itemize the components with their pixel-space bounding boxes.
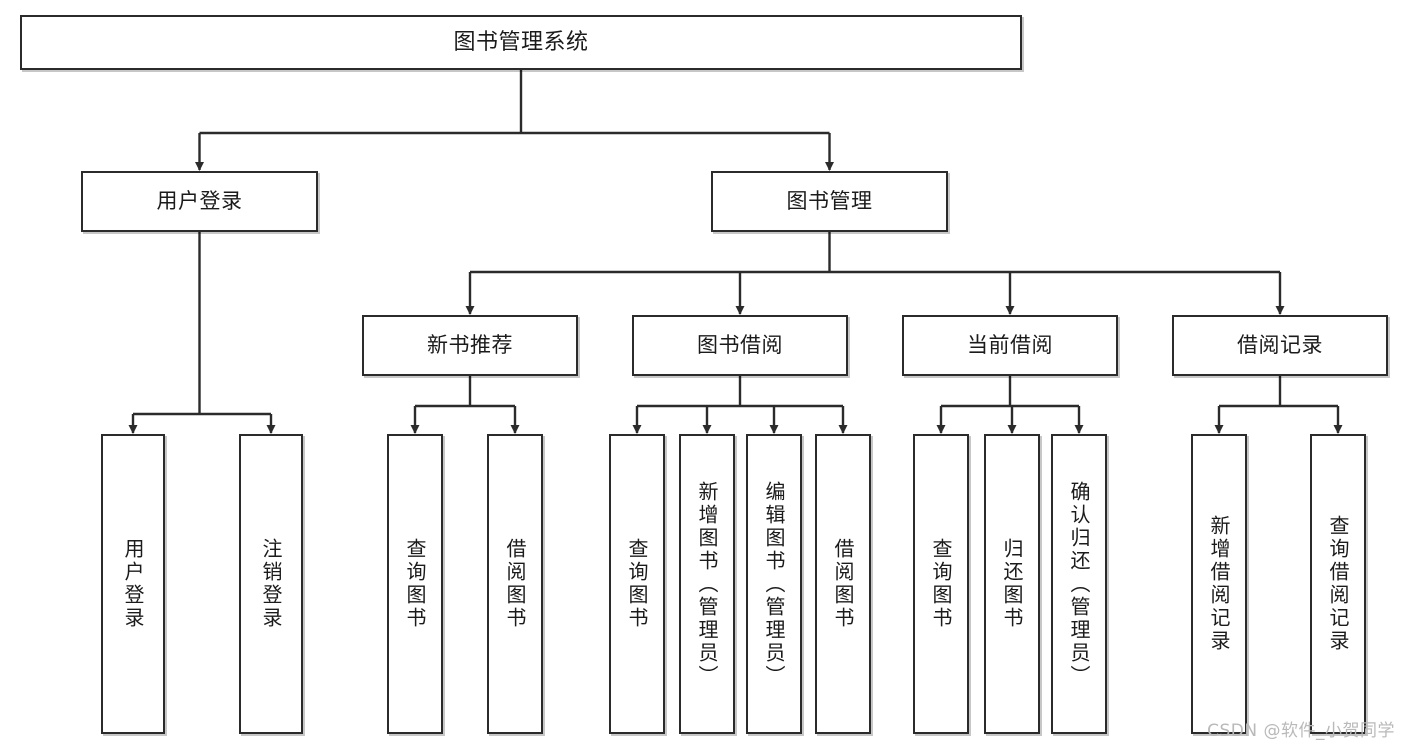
node-leaf_11[interactable]: 新增借阅记录 [1191, 434, 1247, 734]
node-leaf_4[interactable]: 查询图书 [609, 434, 665, 734]
node-label: 图书管理 [786, 189, 873, 214]
node-label: 查询图书 [929, 538, 953, 630]
node-label: 借阅图书 [503, 538, 527, 630]
node-l3_2[interactable]: 当前借阅 [902, 315, 1118, 376]
node-label: 查询借阅记录 [1326, 515, 1350, 653]
node-leaf_7[interactable]: 借阅图书 [815, 434, 871, 734]
node-l2_1[interactable]: 图书管理 [711, 171, 948, 232]
connector-lines [128, 70, 1343, 434]
node-leaf_2[interactable]: 查询图书 [387, 434, 443, 734]
node-leaf_8[interactable]: 查询图书 [913, 434, 969, 734]
node-leaf_9[interactable]: 归还图书 [984, 434, 1040, 734]
node-l3_0[interactable]: 新书推荐 [362, 315, 578, 376]
node-l2_0[interactable]: 用户登录 [81, 171, 318, 232]
node-leaf_0[interactable]: 用户登录 [101, 434, 165, 734]
node-label: 新书推荐 [427, 333, 513, 358]
node-label: 用户登录 [156, 189, 243, 214]
node-label: 新增借阅记录 [1207, 515, 1231, 653]
node-label: 编辑图书（管理员） [762, 480, 786, 688]
node-leaf_12[interactable]: 查询借阅记录 [1310, 434, 1366, 734]
node-label: 当前借阅 [967, 333, 1053, 358]
node-label: 图书借阅 [697, 333, 783, 358]
node-leaf_3[interactable]: 借阅图书 [487, 434, 543, 734]
node-leaf_6[interactable]: 编辑图书（管理员） [746, 434, 802, 734]
node-label: 注销登录 [259, 538, 283, 630]
node-label: 借阅记录 [1237, 333, 1323, 358]
node-label: 确认归还（管理员） [1067, 480, 1091, 688]
node-label: 用户登录 [121, 538, 145, 630]
node-leaf_5[interactable]: 新增图书（管理员） [679, 434, 735, 734]
node-label: 查询图书 [625, 538, 649, 630]
node-label: 新增图书（管理员） [695, 480, 719, 688]
node-leaf_10[interactable]: 确认归还（管理员） [1051, 434, 1107, 734]
node-root[interactable]: 图书管理系统 [20, 15, 1022, 70]
node-label: 查询图书 [403, 538, 427, 630]
node-l3_1[interactable]: 图书借阅 [632, 315, 848, 376]
node-label: 归还图书 [1000, 538, 1024, 630]
node-l3_3[interactable]: 借阅记录 [1172, 315, 1388, 376]
node-label: 图书管理系统 [453, 29, 589, 55]
node-label: 借阅图书 [831, 538, 855, 630]
node-leaf_1[interactable]: 注销登录 [239, 434, 303, 734]
